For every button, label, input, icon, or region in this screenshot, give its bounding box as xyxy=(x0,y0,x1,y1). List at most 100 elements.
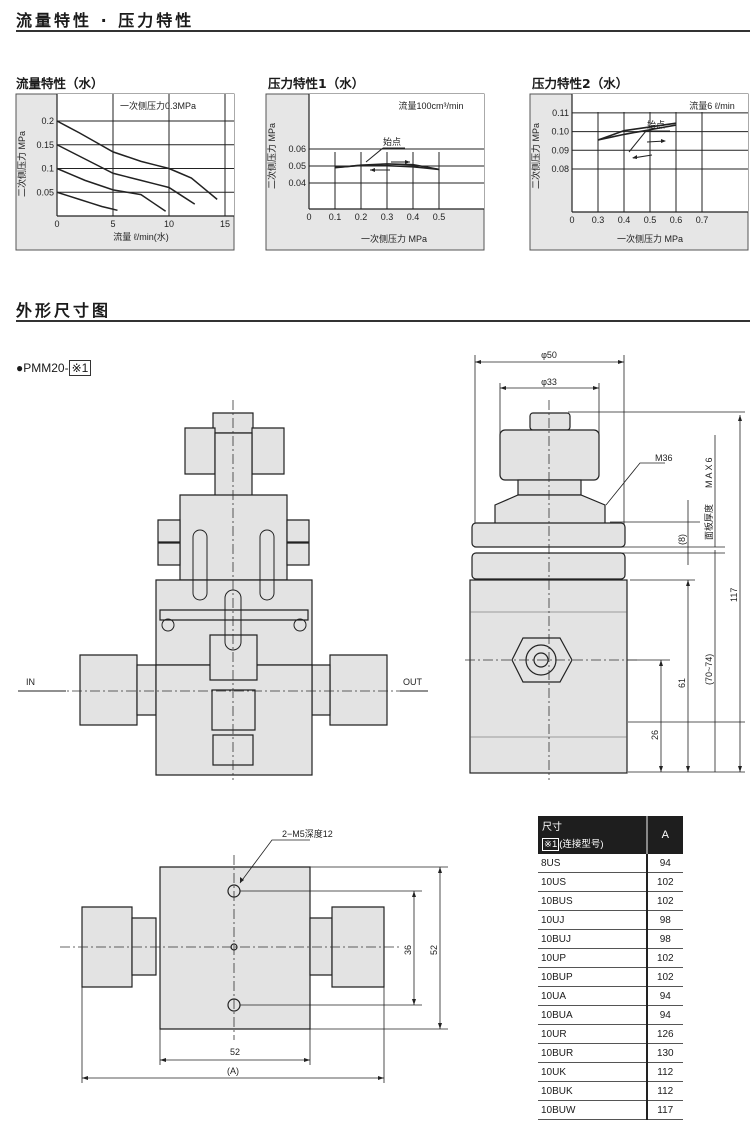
x-tick-label: 0.3 xyxy=(592,215,605,225)
dimension-a-cell: 130 xyxy=(645,1043,683,1063)
panel-nut-lower xyxy=(471,552,626,580)
series-line-1 xyxy=(334,164,440,171)
x-tick-label: 0.2 xyxy=(355,212,368,222)
knob-neck xyxy=(517,479,582,496)
dimension-a-cell: 94 xyxy=(645,986,683,1006)
dim-26: 26 xyxy=(650,730,660,740)
start-point-label: 始点 xyxy=(647,119,665,130)
side-view: φ50 φ33 M36 面板厚度 MAX6 (8) 117 61 (70~74)… xyxy=(465,350,745,780)
header-a: A xyxy=(645,816,683,854)
model-cell: 8US xyxy=(538,854,647,873)
dim-A: (A) xyxy=(227,1066,239,1076)
model-cell: 10BUR xyxy=(538,1043,647,1063)
thread-leader xyxy=(605,462,665,506)
start-point-leader xyxy=(365,147,384,163)
header-size-label: 尺寸 xyxy=(542,822,562,833)
model-cell: 10BUP xyxy=(538,967,647,987)
x-tick-label: 0.7 xyxy=(696,215,709,225)
dim-phi50: φ50 xyxy=(541,350,557,360)
dim-70-74: (70~74) xyxy=(704,654,714,685)
dim-52-vertical: 52 xyxy=(429,945,439,955)
model-cell: 10US xyxy=(538,872,647,892)
mount-holes-label: 2−M5深度12 xyxy=(282,828,333,839)
start-point-label: 始点 xyxy=(383,136,401,147)
series-line-3 xyxy=(56,191,118,212)
section-title-characteristics: 流量特性 · 压力特性 xyxy=(16,11,195,30)
section-divider xyxy=(16,30,750,32)
model-cell: 10UJ xyxy=(538,910,647,930)
dim-52-horizontal: 52 xyxy=(230,1047,240,1057)
chart-annotation: 一次侧压力0.3MPa xyxy=(120,100,196,111)
arrow-increase-head xyxy=(405,160,410,164)
dimension-a-cell: 112 xyxy=(645,1081,683,1101)
model-cell: 10BUK xyxy=(538,1081,647,1101)
o-ring-left xyxy=(161,618,175,632)
dimension-a-cell: 112 xyxy=(645,1062,683,1082)
y-tick-label: 0.11 xyxy=(552,108,569,118)
panel-nut-upper xyxy=(471,522,626,548)
valve-spring-chamber xyxy=(211,689,256,731)
bottom-view: 2−M5深度12 36 52 52 (A) xyxy=(60,828,448,1083)
arrow-decrease-head xyxy=(632,155,637,159)
dim-36: 36 xyxy=(403,945,413,955)
x-tick-label: 0.4 xyxy=(407,212,420,222)
adjust-knob-cap xyxy=(529,412,571,431)
y-tick-label: 0.04 xyxy=(288,178,306,188)
x-tick-label: 0.4 xyxy=(618,215,631,225)
outlet-neck xyxy=(309,917,333,976)
dimension-a-cell: 98 xyxy=(645,929,683,949)
diaphragm xyxy=(159,609,309,621)
x-tick-label: 15 xyxy=(220,219,230,229)
section-divider xyxy=(16,320,750,322)
section-title-dimensions: 外形尺寸图 xyxy=(16,301,112,320)
header-model: 尺寸 ※1(连接型号) xyxy=(538,816,647,854)
spring-left xyxy=(192,529,208,601)
inlet-neck xyxy=(131,917,157,976)
valve-seat xyxy=(209,634,258,681)
panel-nut xyxy=(157,519,310,566)
x-tick-label: 10 xyxy=(164,219,174,229)
x-tick-label: 0.1 xyxy=(329,212,342,222)
port-in-label: IN xyxy=(26,677,35,687)
x-tick-label: 0.5 xyxy=(644,215,657,225)
chart-title-flow: 流量特性（水） xyxy=(16,76,104,91)
panel-max-label: MAX6 xyxy=(704,455,714,488)
chart-annotation: 流量100cm³/min xyxy=(398,100,463,111)
header-connection-type: (连接型号) xyxy=(559,839,604,850)
model-cell: 10UP xyxy=(538,948,647,968)
arrow-decrease-head xyxy=(370,168,375,172)
dimension-a-cell: 102 xyxy=(645,872,683,892)
x-tick-label: 0 xyxy=(569,215,574,225)
model-cell: 10UK xyxy=(538,1062,647,1082)
y-tick-label: 0.09 xyxy=(551,145,569,155)
x-axis-label: 一次侧压力 MPa xyxy=(361,233,427,244)
y-tick-label: 0.1 xyxy=(41,164,54,174)
dimension-a-cell: 102 xyxy=(645,891,683,911)
x-tick-label: 0.3 xyxy=(381,212,394,222)
y-axis-label: 二次侧压力 MPa xyxy=(16,131,27,197)
header-tag: ※1 xyxy=(542,838,560,851)
bonnet xyxy=(179,494,288,581)
series-line-0 xyxy=(56,120,218,200)
dim-8: (8) xyxy=(677,534,687,545)
series-line-0 xyxy=(597,122,677,141)
series-line-2 xyxy=(56,167,167,212)
y-axis-label: 二次侧压力 MPa xyxy=(266,123,277,189)
dimension-a-cell: 98 xyxy=(645,910,683,930)
x-axis-label: 流量 ℓ/min(水) xyxy=(113,231,168,242)
inlet-fitting xyxy=(79,654,138,726)
model-cell: 10BUW xyxy=(538,1100,647,1120)
series-line-1 xyxy=(56,144,196,205)
